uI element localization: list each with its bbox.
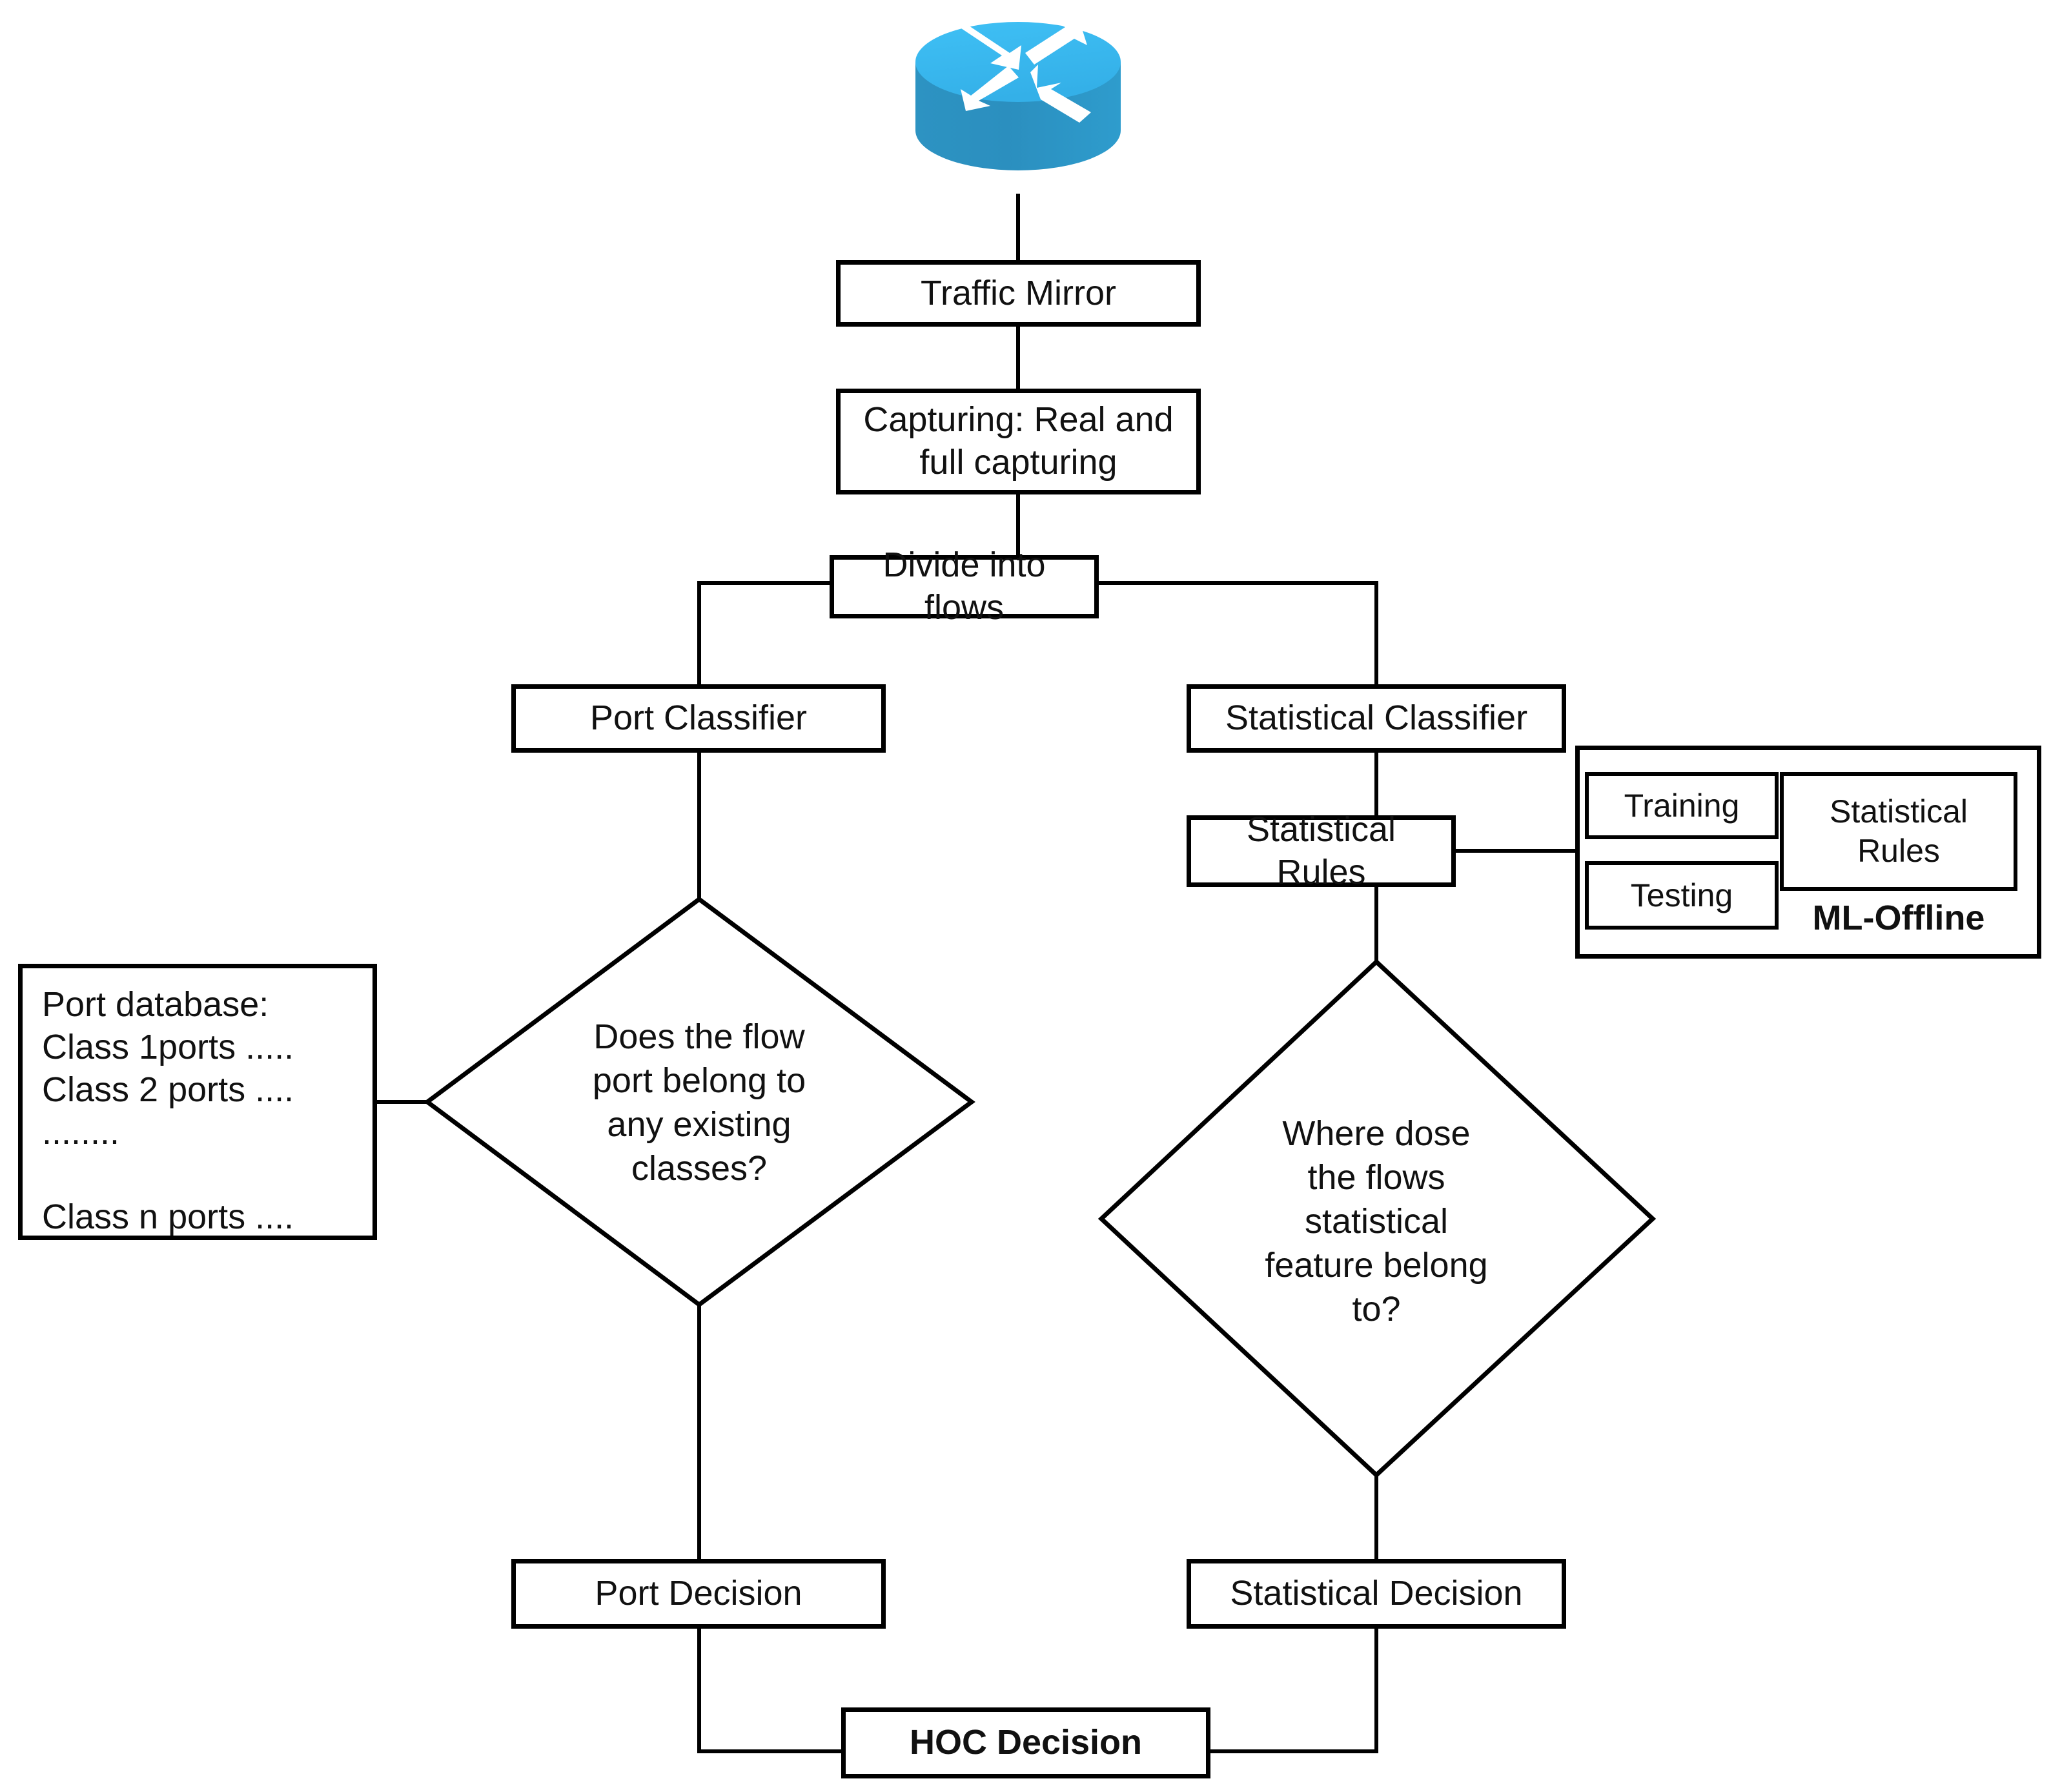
- router-icon-svg: [915, 22, 1121, 170]
- node-divide-into-flows-label: Divide into flows: [883, 545, 1046, 627]
- node-statistical-rules[interactable]: Statistical Rules: [1187, 810, 1456, 891]
- statistical-decision-diamond-label[interactable]: Where dose the flows statistical feature…: [1265, 1114, 1488, 1329]
- node-traffic-mirror[interactable]: Traffic Mirror: [836, 260, 1201, 327]
- node-hoc-decision[interactable]: HOC Decision: [841, 1707, 1210, 1778]
- node-testing[interactable]: Testing: [1585, 861, 1779, 930]
- router-icon: [912, 3, 1125, 196]
- node-hoc-decision-label: HOC Decision: [909, 1723, 1143, 1762]
- node-traffic-mirror-label: Traffic Mirror: [921, 273, 1116, 312]
- statistical-decision-diamond-shape: [1097, 959, 1657, 1478]
- edge-divide-to-statistical-classifier: [1097, 581, 1378, 684]
- node-statistical-decision[interactable]: Statistical Decision: [1187, 1559, 1566, 1629]
- node-statistical-classifier[interactable]: Statistical Classifier: [1187, 684, 1566, 753]
- node-port-decision-label: Port Decision: [595, 1574, 802, 1613]
- node-statistical-decision-label: Statistical Decision: [1230, 1574, 1523, 1613]
- node-ml-statistical-rules-label: Statistical Rules: [1830, 793, 1968, 869]
- node-capturing[interactable]: Capturing: Real and full capturing: [836, 389, 1201, 494]
- node-statistical-rules-label: Statistical Rules: [1246, 809, 1396, 891]
- node-port-database[interactable]: Port database: Class 1ports ..... Class …: [18, 964, 377, 1240]
- port-decision-diamond-shape: [423, 896, 975, 1308]
- node-statistical-classifier-label: Statistical Classifier: [1225, 698, 1528, 738]
- node-testing-label: Testing: [1630, 877, 1733, 913]
- node-port-classifier[interactable]: Port Classifier: [511, 684, 886, 753]
- node-training-label: Training: [1624, 787, 1740, 824]
- edge-divide-to-port-classifier: [697, 581, 830, 684]
- node-ml-statistical-rules[interactable]: Statistical Rules: [1780, 772, 2017, 891]
- node-capturing-label: Capturing: Real and full capturing: [863, 400, 1174, 482]
- node-divide-into-flows[interactable]: Divide into flows: [830, 545, 1099, 627]
- node-port-classifier-label: Port Classifier: [589, 698, 808, 738]
- ml-offline-group-label: ML-Offline: [1812, 899, 1985, 937]
- port-decision-diamond-label[interactable]: Does the flow port belong to any existin…: [592, 1017, 806, 1188]
- node-port-database-label: Port database: Class 1ports ..... Class …: [42, 985, 294, 1237]
- edge-statistical-decision-to-hoc: [1210, 1628, 1378, 1753]
- edge-port-decision-to-hoc: [697, 1628, 841, 1753]
- node-port-decision[interactable]: Port Decision: [511, 1559, 886, 1629]
- node-training[interactable]: Training: [1585, 772, 1779, 839]
